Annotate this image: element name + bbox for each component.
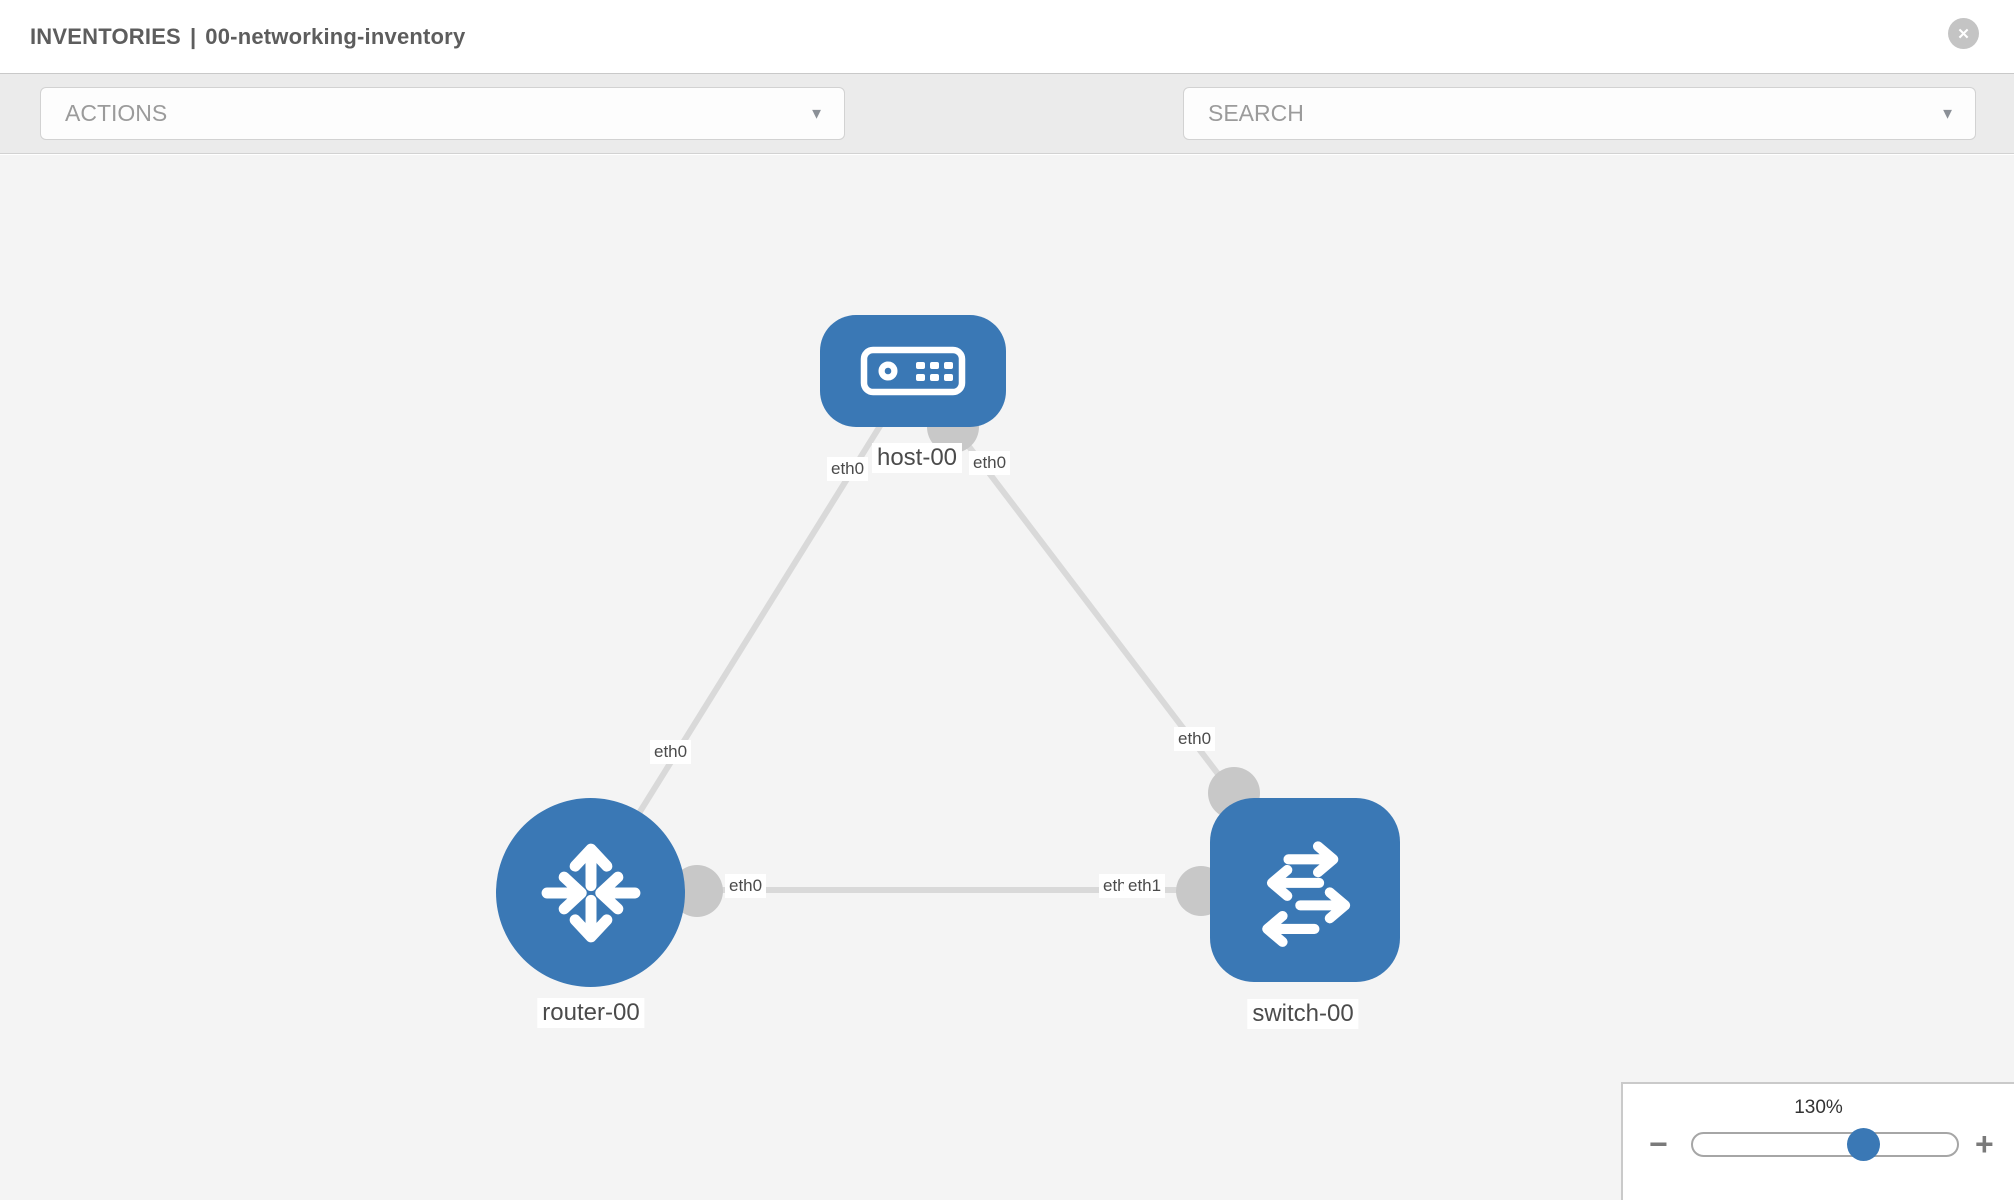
router-icon	[541, 843, 640, 942]
interface-label-host-router-routerside: eth0	[650, 740, 692, 764]
node-switch-00[interactable]	[1210, 798, 1400, 982]
inventory-name: 00-networking-inventory	[205, 23, 466, 49]
interface-label-router-switch-switchside: eth1	[1124, 874, 1166, 898]
toolbar: ACTIONS ▼ SEARCH ▼	[0, 73, 2014, 154]
interface-label-host-switch-hostside: eth0	[969, 451, 1011, 475]
host-icon	[860, 346, 966, 396]
node-router-00[interactable]	[496, 798, 685, 987]
breadcrumb: INVENTORIES	[30, 23, 181, 49]
search-placeholder: SEARCH	[1208, 100, 1304, 126]
zoom-slider-thumb[interactable]	[1847, 1128, 1880, 1161]
zoom-out-button[interactable]: −	[1649, 1126, 1668, 1162]
chevron-down-icon: ▼	[1940, 105, 1955, 122]
zoom-level-value: 130%	[1794, 1097, 1843, 1118]
switch-icon	[1262, 841, 1351, 947]
title-separator: |	[189, 23, 197, 49]
node-label-router: router-00	[537, 998, 645, 1028]
actions-dropdown-label: ACTIONS	[65, 100, 168, 126]
node-host-00[interactable]	[820, 315, 1006, 427]
close-icon: ✕	[1957, 25, 1970, 43]
chevron-down-icon: ▼	[809, 105, 824, 122]
actions-dropdown[interactable]: ACTIONS ▼	[40, 87, 845, 140]
node-label-switch: switch-00	[1247, 999, 1359, 1029]
close-button[interactable]: ✕	[1948, 18, 1979, 49]
interface-label-host-switch-switchside: eth0	[1174, 727, 1216, 751]
plus-icon: +	[1975, 1126, 1994, 1162]
node-label-host: host-00	[871, 443, 963, 473]
interface-label-host-router-hostside: eth0	[827, 457, 869, 481]
interface-label-router-switch-routerside: eth0	[725, 874, 767, 898]
minus-icon: −	[1649, 1126, 1668, 1162]
zoom-panel: 130% − +	[1621, 1082, 2014, 1200]
zoom-slider-track[interactable]	[1691, 1128, 1959, 1161]
search-dropdown[interactable]: SEARCH ▼	[1183, 87, 1976, 140]
page-title: INVENTORIES | 00-networking-inventory	[30, 0, 465, 73]
topology-canvas[interactable]	[0, 155, 2014, 1200]
header-bar: INVENTORIES | 00-networking-inventory ✕	[0, 0, 2014, 73]
zoom-in-button[interactable]: +	[1975, 1126, 1994, 1162]
